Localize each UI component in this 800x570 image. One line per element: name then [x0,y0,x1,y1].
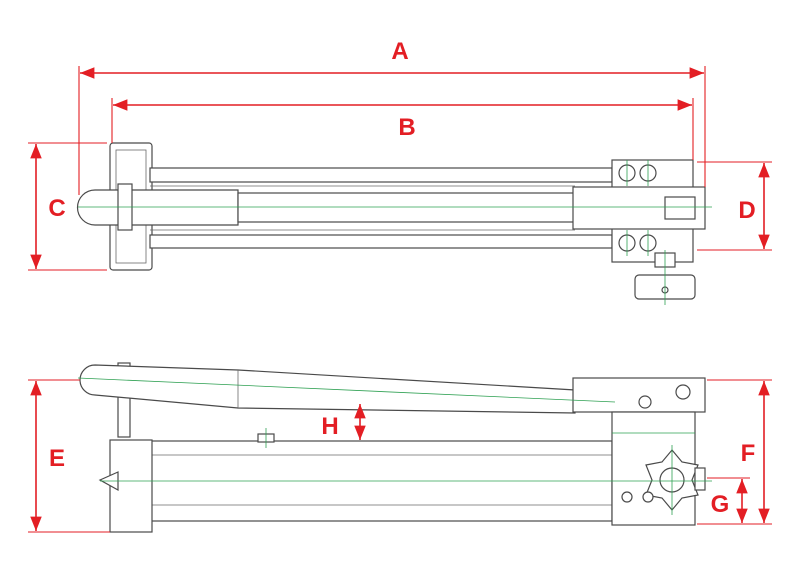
dimension-f: F [697,379,772,525]
top-centerlines [78,160,712,305]
dimension-label-g: G [711,491,730,518]
side-centerlines [77,377,712,515]
pump-side-drawing [79,362,706,533]
pump-top-drawing [76,142,706,300]
dimension-label-e: E [49,445,65,472]
dimension-label-d: D [738,197,755,224]
dimension-g: G [707,477,750,523]
dimension-label-c: C [48,195,65,222]
dimension-c: C [28,142,107,271]
dimension-label-b: B [398,114,415,141]
top-view: A B C D [28,38,772,305]
dimension-d: D [697,161,772,251]
dimension-b: B [111,98,694,160]
dimension-label-h: H [321,413,338,440]
dimension-label-f: F [741,440,756,467]
dimension-e: E [28,379,110,533]
dimension-a: A [78,38,706,195]
side-view: E F G H [28,362,772,533]
dimension-h: H [321,404,366,440]
dimension-label-a: A [391,38,408,65]
